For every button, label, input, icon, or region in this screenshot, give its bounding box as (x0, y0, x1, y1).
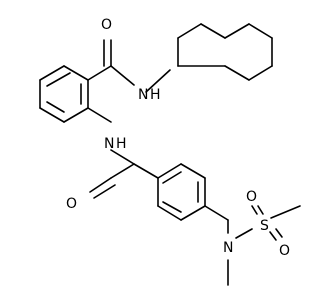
bond (200, 23, 226, 39)
atom-label-oxygen-top: O (101, 17, 112, 33)
bond (110, 65, 135, 86)
bond (248, 23, 273, 39)
bond (63, 107, 89, 123)
bond (110, 149, 135, 165)
bond (162, 171, 182, 184)
atom-label-nitrogen-anilide: N (104, 136, 114, 152)
bond (275, 228, 283, 238)
bond (177, 23, 202, 39)
bond (257, 205, 264, 215)
bond (180, 205, 206, 221)
atom-label-oxygen-middle: O (66, 196, 77, 212)
atom-label-nitrogen-amide: N (138, 87, 148, 103)
atom-label-oxygen-sulfonyl-2: O (279, 243, 290, 259)
bond (224, 65, 250, 81)
atom-label-hydrogen-anilide: H (116, 136, 127, 152)
bond (133, 163, 159, 179)
atom-label-hydrogen-amide: H (150, 87, 161, 103)
atom-label-nitrogen-sulfonamide: N (223, 240, 233, 256)
bond (251, 205, 258, 215)
bond (157, 163, 182, 179)
bond (87, 107, 112, 123)
bond (46, 101, 65, 113)
bond (180, 163, 206, 179)
bond (93, 184, 116, 199)
atom-label-sulfur: S (260, 218, 269, 234)
bond (162, 201, 182, 213)
bond-layer (39, 23, 301, 286)
bond (39, 65, 65, 81)
bond (224, 23, 250, 39)
bond (204, 205, 229, 221)
bond (248, 65, 273, 81)
bond (145, 69, 171, 93)
bond (63, 65, 89, 81)
atom-label-layer: O N H N H O N S O O (66, 17, 290, 259)
bond (46, 72, 71, 87)
bond (157, 205, 182, 221)
bond (39, 107, 65, 123)
bond (270, 205, 301, 219)
bond (269, 231, 277, 241)
bond (110, 163, 135, 179)
atom-label-oxygen-sulfonyl-1: O (246, 189, 257, 205)
bond (235, 228, 253, 239)
bond (89, 177, 112, 193)
bond (87, 65, 112, 81)
